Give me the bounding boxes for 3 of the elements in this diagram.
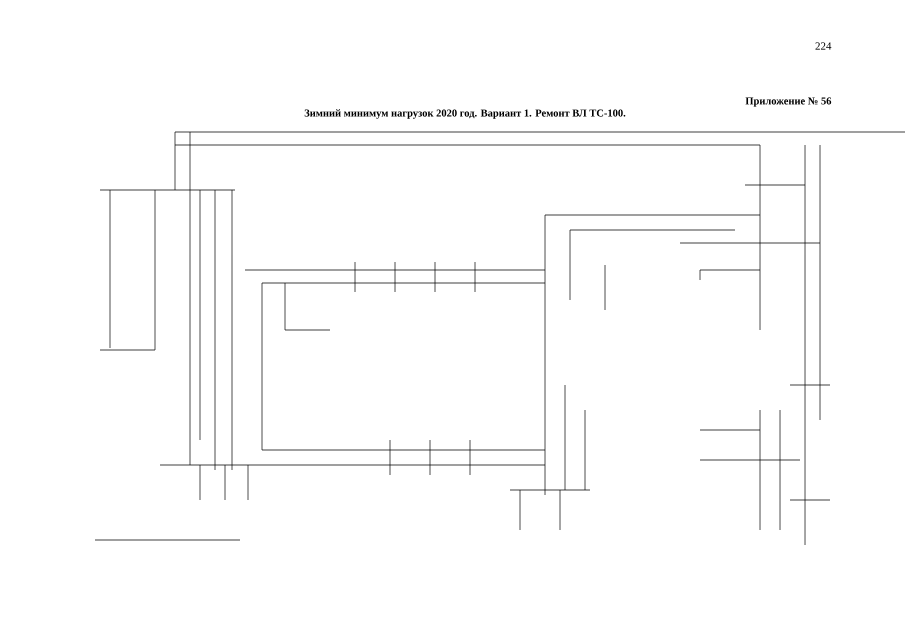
title: Зимний минимум нагрузок 2020 год. Вариант 1. Ремонт ВЛ ТС-100.	[304, 109, 626, 119]
appendix-label: Приложение № 56	[746, 97, 832, 107]
page-number: 224	[815, 42, 832, 50]
